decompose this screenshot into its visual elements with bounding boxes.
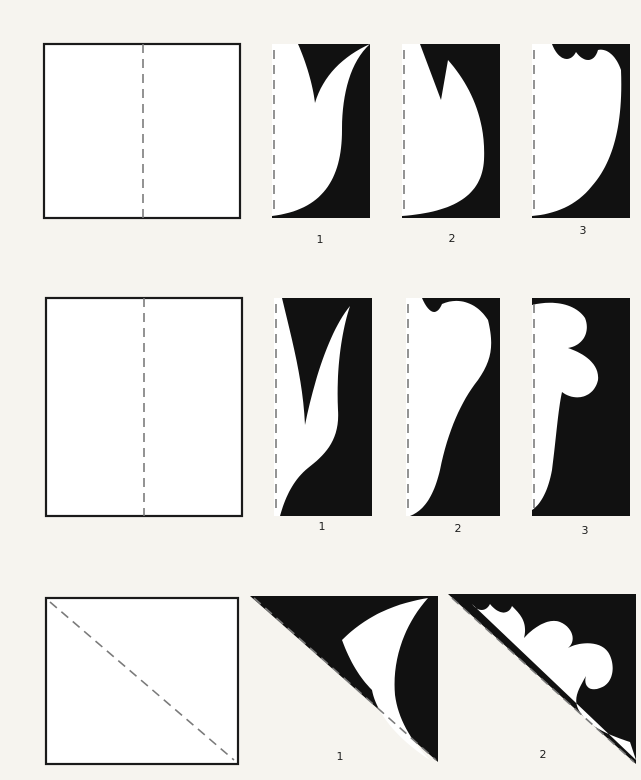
row-1-panel-3 (532, 44, 630, 218)
row-3-panel-2 (448, 594, 636, 764)
row-2-folded-square (46, 298, 242, 516)
row-1-panel-2 (402, 44, 500, 218)
row-3-label-1: 1 (337, 750, 344, 763)
row-1-label-2: 2 (449, 232, 456, 245)
row-2-panel-3 (532, 298, 630, 516)
row-2-panel-2 (406, 298, 500, 516)
row-2: 1 2 3 (46, 298, 630, 537)
row-3-label-2: 2 (540, 748, 547, 761)
row-2-label-2: 2 (455, 522, 462, 535)
row-1-label-1: 1 (317, 233, 324, 246)
row-1-label-3: 3 (580, 224, 587, 237)
row-3-folded-square (46, 598, 238, 764)
row-2-panel-1 (274, 298, 372, 516)
row-1: 1 2 3 (44, 44, 630, 246)
row-1-folded-square (44, 44, 240, 218)
row-2-label-1: 1 (319, 520, 326, 533)
row-1-panel-1 (272, 44, 370, 218)
row-3-panel-1 (250, 596, 438, 762)
row-3: 1 2 (46, 594, 636, 764)
row-2-label-3: 3 (582, 524, 589, 537)
